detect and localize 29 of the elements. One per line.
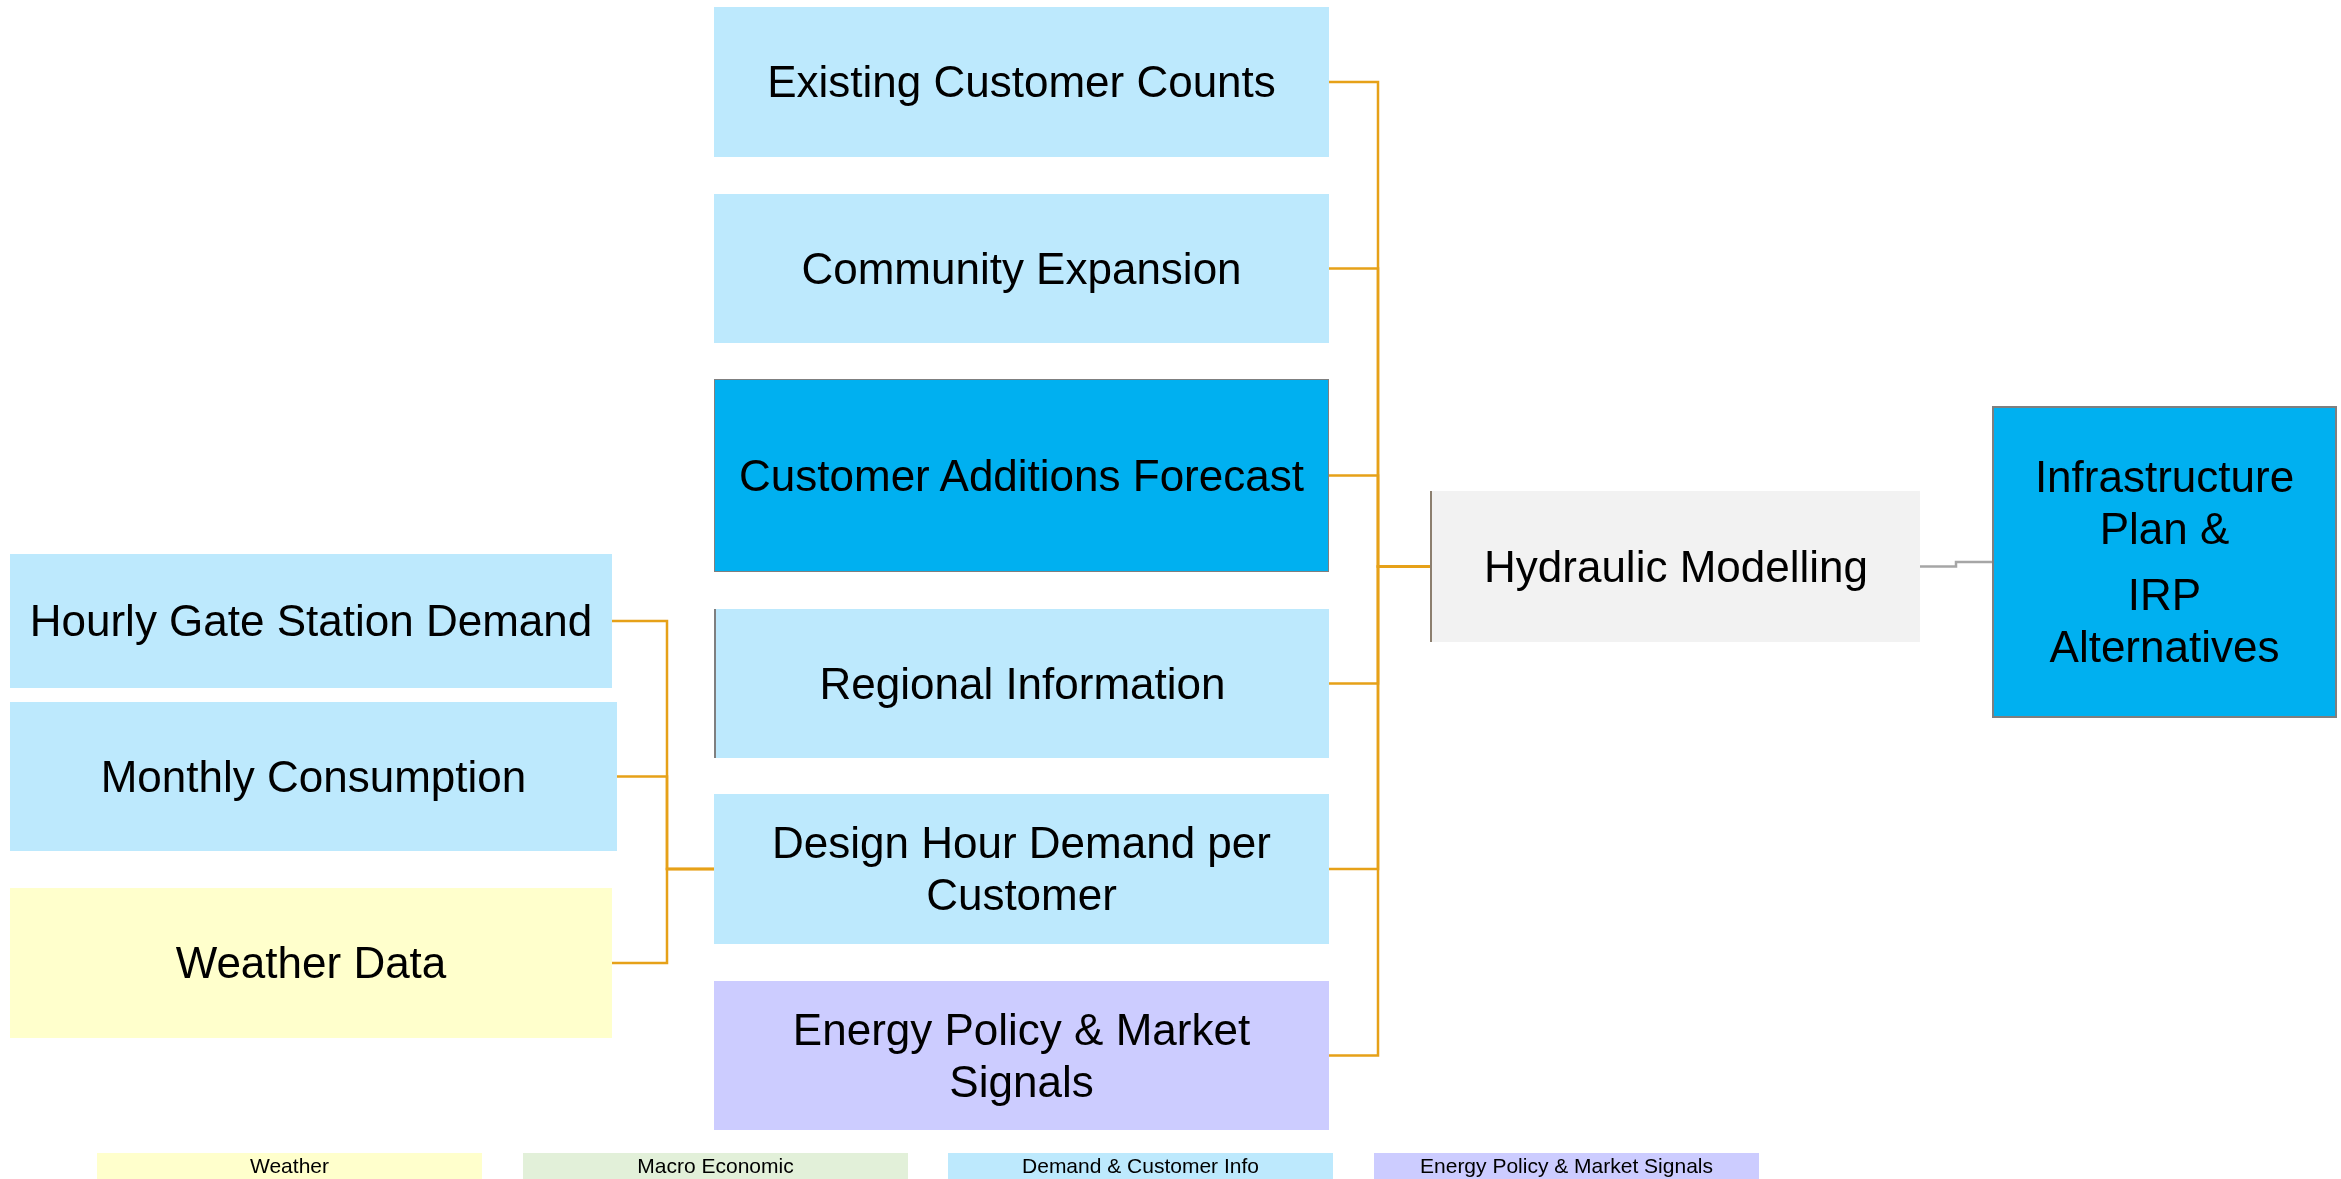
node-label: Hydraulic Modelling <box>1484 540 1868 593</box>
process-box <box>714 609 1329 758</box>
node-label: Existing Customer Counts <box>767 56 1276 108</box>
process-box <box>714 981 1329 1130</box>
connector-line <box>1920 560 1992 568</box>
node-label: Community Expansion <box>801 242 1242 295</box>
process-box <box>10 702 617 851</box>
node-label: Hourly Gate Station Demand <box>29 595 593 647</box>
process-box <box>714 194 1329 343</box>
process-box <box>714 7 1329 157</box>
node-label: Regional Information <box>819 657 1226 710</box>
process-box <box>10 888 612 1038</box>
legend-label: Weather <box>250 1154 329 1178</box>
process-box <box>10 554 612 688</box>
node-label: Energy Policy & Market Signals <box>791 1003 1252 1108</box>
process-box <box>1992 406 2337 718</box>
legend-label: Macro Economic <box>637 1154 794 1178</box>
process-box <box>1430 491 1920 642</box>
process-box <box>714 794 1329 944</box>
node-label: Monthly Consumption <box>100 750 527 803</box>
connector-line <box>612 867 714 965</box>
process-box <box>714 379 1329 572</box>
node-label: Customer Additions Forecast <box>739 449 1304 502</box>
node-label: Infrastructure Plan & <box>2033 451 2296 555</box>
node-label: Weather Data <box>175 937 447 989</box>
legend-label: Demand & Customer Info <box>1022 1154 1259 1178</box>
node-label: Design Hour Demand per Customer <box>771 817 1272 921</box>
legend-label: Energy Policy & Market Signals <box>1420 1154 1713 1178</box>
node-label: IRP Alternatives <box>2048 569 2281 673</box>
